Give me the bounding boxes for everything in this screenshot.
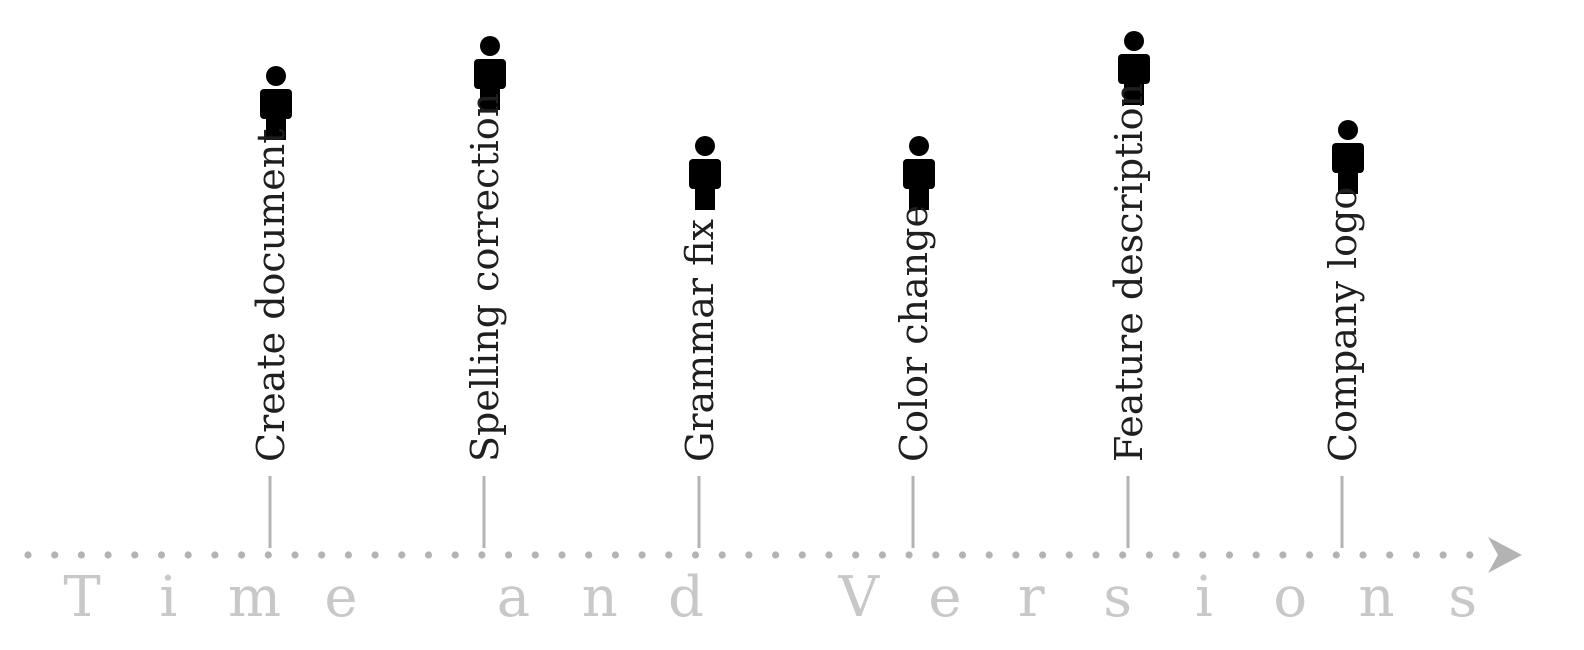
axis-dot — [1012, 551, 1020, 559]
axis-dot — [772, 551, 780, 559]
axis-dot — [558, 551, 566, 559]
axis-dot — [478, 551, 486, 559]
axis-dot — [825, 551, 833, 559]
axis-dot — [505, 551, 513, 559]
axis-title-letter: m — [228, 565, 281, 630]
axis-dot — [264, 551, 272, 559]
event-label: Company logo — [1321, 187, 1365, 462]
axis-dot — [905, 551, 913, 559]
person-icon — [903, 136, 935, 210]
axis-dot — [424, 551, 433, 559]
person-icon — [1118, 31, 1150, 105]
axis-dot — [932, 551, 940, 559]
axis-dot — [852, 551, 860, 559]
axis-dot — [77, 551, 85, 559]
axis-dot — [1359, 551, 1367, 559]
timeline-event: Color change — [892, 136, 936, 548]
timeline-event: Company logo — [1321, 120, 1365, 548]
timeline-dotted-axis — [24, 551, 1474, 559]
axis-dot — [1039, 551, 1047, 559]
axis-dot — [51, 551, 59, 559]
axis-title-letter: o — [1273, 565, 1307, 630]
axis-title-letter: n — [1358, 565, 1394, 630]
axis-title-letter: r — [1018, 565, 1045, 630]
axis-dot — [1172, 551, 1180, 559]
axis-title-letter: e — [324, 565, 357, 630]
axis-dot — [611, 551, 620, 559]
axis-dot — [371, 551, 379, 559]
axis-dot — [745, 551, 753, 559]
axis-dot — [1225, 551, 1234, 559]
axis-dot — [1145, 551, 1153, 559]
timeline-event: Grammar fix — [678, 136, 722, 548]
axis-dot — [291, 551, 299, 559]
axis-dot — [211, 551, 219, 559]
axis-dot — [665, 551, 673, 559]
axis-dot — [1332, 551, 1340, 559]
axis-dot — [1279, 551, 1287, 559]
axis-dot — [718, 551, 726, 559]
axis-dot — [238, 551, 246, 559]
axis-dot — [1119, 551, 1127, 559]
timeline-event: Create document — [249, 66, 293, 548]
axis-title-letter: T — [63, 565, 100, 630]
axis-dot — [157, 551, 166, 559]
axis-title-letter: n — [582, 565, 618, 630]
axis-dot — [104, 551, 112, 559]
axis-title-letter: s — [1448, 565, 1477, 630]
timeline-arrow-icon — [1488, 537, 1522, 573]
axis-dot — [24, 551, 32, 559]
axis-dot — [585, 551, 593, 559]
axis-title-letter: i — [1195, 565, 1213, 630]
axis-title-letter: a — [497, 565, 530, 630]
axis-dot — [1065, 551, 1073, 559]
axis-dot — [318, 551, 326, 559]
axis-dot — [798, 551, 806, 559]
axis-title-letter: e — [928, 565, 961, 630]
axis-dot — [398, 551, 406, 559]
axis-dot — [344, 551, 352, 559]
axis-title-letter: s — [1103, 565, 1132, 630]
axis-dot — [691, 551, 700, 559]
axis-dot — [638, 551, 646, 559]
axis-dot — [131, 551, 139, 559]
axis-title-letter: V — [837, 565, 880, 630]
axis-title-letter: d — [668, 565, 704, 630]
axis-dot — [1386, 551, 1394, 559]
axis-dot — [1092, 551, 1100, 559]
axis-dot — [184, 551, 192, 559]
event-label: Color change — [892, 205, 936, 462]
axis-dot — [985, 551, 993, 559]
timeline-event: Spelling correction — [463, 36, 507, 548]
axis-dot — [451, 551, 459, 559]
person-icon — [689, 136, 721, 210]
axis-dot — [1199, 551, 1207, 559]
event-label: Create document — [249, 129, 293, 462]
axis-dot — [1439, 551, 1447, 559]
axis-dot — [1306, 551, 1314, 559]
axis-dot — [1412, 551, 1420, 559]
timeline-event: Feature description — [1107, 31, 1151, 548]
event-label: Grammar fix — [678, 219, 722, 462]
axis-title-letter: i — [159, 565, 177, 630]
timeline-events: Create document Spelling correction Gramma… — [249, 31, 1365, 548]
person-icon — [474, 36, 506, 110]
axis-dot — [1252, 551, 1260, 559]
axis-dot — [531, 551, 539, 559]
event-label: Spelling correction — [463, 93, 507, 462]
axis-dot — [1466, 551, 1474, 559]
person-icon — [1332, 120, 1364, 194]
person-icon — [260, 66, 292, 140]
axis-dot — [878, 551, 887, 559]
event-label: Feature description — [1107, 83, 1151, 462]
axis-dot — [958, 551, 967, 559]
